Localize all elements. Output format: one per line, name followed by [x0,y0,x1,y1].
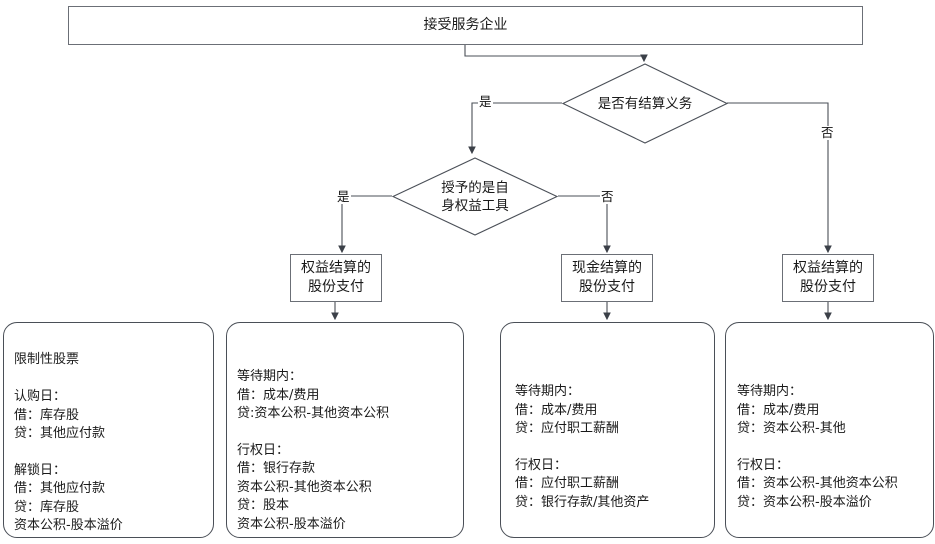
edge-label-d2-no: 否 [600,189,615,204]
entry-card-text: 等待期内： 借：成本/费用 贷：应付职工薪酬 行权日： 借：应付职工薪酬 贷：银… [515,384,650,510]
decision-own-equity-instrument[interactable]: 授予的是自 身权益工具 [392,157,558,236]
edge-label-d2-yes: 是 [336,189,351,204]
category-box-equity-settled-left: 权益结算的 股份支付 [290,254,382,302]
category-box-cash-settled: 现金结算的 股份支付 [561,254,653,302]
category-box-equity-settled-right: 权益结算的 股份支付 [782,254,874,302]
entry-card-text: 等待期内： 借：成本/费用 贷:资本公积-其他资本公积 行权日： 借：银行存款 … [237,369,390,532]
entry-card-cash-settled: 等待期内： 借：成本/费用 贷：应付职工薪酬 行权日： 借：应付职工薪酬 贷：银… [500,322,715,538]
edge-label-d1-yes: 是 [478,94,493,109]
entry-card-equity-settled-left: 等待期内： 借：成本/费用 贷:资本公积-其他资本公积 行权日： 借：银行存款 … [226,322,464,538]
entry-card-text: 限制性股票 认购日： 借：库存股 贷：其他应付款 解锁日： 借：其他应付款 贷：… [14,352,123,534]
edge-label-d1-no: 否 [820,125,835,140]
entry-card-restricted-stock: 限制性股票 认购日： 借：库存股 贷：其他应付款 解锁日： 借：其他应付款 贷：… [3,322,214,538]
decision-settlement-obligation[interactable]: 是否有结算义务 [562,63,728,144]
decision-label: 授予的是自 身权益工具 [441,179,509,214]
entry-card-equity-settled-right: 等待期内： 借：成本/费用 贷：资本公积-其他 行权日： 借：资本公积-其他资本… [725,322,934,538]
entry-card-text: 等待期内： 借：成本/费用 贷：资本公积-其他 行权日： 借：资本公积-其他资本… [737,384,898,510]
diamond-shape [392,157,558,236]
decision-label: 是否有结算义务 [597,95,693,112]
diamond-shape [562,63,728,144]
title-box: 接受服务企业 [68,6,863,45]
